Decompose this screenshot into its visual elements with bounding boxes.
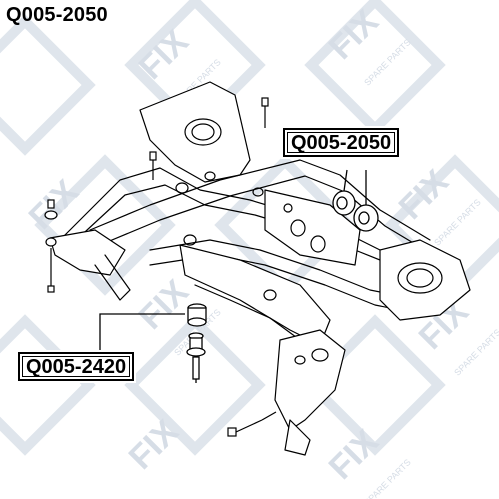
bushing-stack-bottom	[99, 303, 207, 383]
watermark-logo: FIX	[322, 2, 386, 66]
callout-label-bottom: Q005-2420	[18, 352, 135, 381]
callout-label-bottom-text: Q005-2420	[26, 356, 127, 378]
watermark-logo: FIX	[122, 412, 186, 476]
bolts	[44, 97, 277, 437]
bushing-pair-top	[332, 169, 379, 232]
callout-label-top-text: Q005-2050	[291, 132, 392, 154]
watermark-logo: FIX	[322, 422, 386, 486]
page-title: Q005-2050	[6, 4, 108, 26]
subframe-drawing	[49, 81, 471, 456]
callout-label-top: Q005-2050	[283, 128, 400, 157]
